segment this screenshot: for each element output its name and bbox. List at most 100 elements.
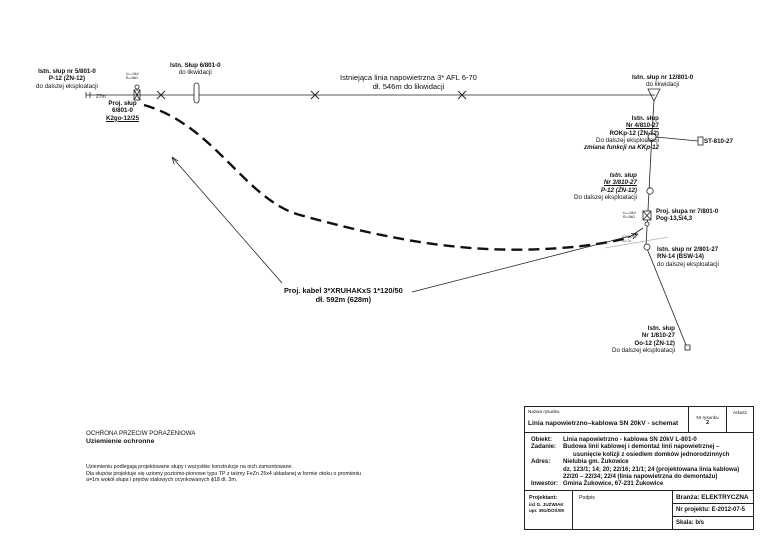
old-pole-6-line-2: do likwidacji: [178, 69, 212, 77]
label-cable: Proj. kabel 3*XRUHAKxS 1*120/50 dł. 592m…: [284, 286, 403, 304]
pole-5-line-1: Istn. słup nr 5/801-0: [38, 68, 96, 75]
pole-2-line-1: Istn. słup nr 2/801-27: [657, 246, 719, 253]
pole-5-line-2: P-12 (ŻN-12): [48, 75, 86, 83]
drawing-number-cell: Nr rysunku 2: [689, 407, 727, 433]
project-info-row: Inwestor: Gmina Żukowice, 67-231 Żukowice: [531, 480, 753, 487]
pole-12-line-2: do likwidacji: [646, 81, 680, 89]
project-info-cell: Obiekt: Linia napowietrzno - kablowa SN 2…: [525, 433, 753, 491]
pole-7-symbol: [642, 210, 652, 227]
tiny-b-1: Uₒₒ=0kV: [623, 211, 636, 215]
tiny-annotation-a: Uₒₒ=0kV Rₐ=0kΩ: [126, 72, 139, 81]
drawing-number-label: Nr rysunku: [696, 415, 719, 420]
project-number-cell: Nr projektu: E-2012-07-5: [673, 504, 753, 517]
pole-4-line-3: ROKp-12 (ŻN-12): [609, 129, 659, 137]
project-info-row: Zadanie: Budowa linii kablowej i demontaż…: [531, 443, 753, 450]
pole-1-symbol: [684, 344, 691, 351]
pole-4-line-5: zmiana funkcji na KKp-12: [584, 144, 659, 152]
note-text-3: a=1m wokół słupa i prętów stalowych ocyn…: [86, 477, 238, 484]
signature-cell: Podpis: [573, 491, 673, 529]
proposed-cable-route: [143, 103, 629, 251]
span-length: 27m: [96, 94, 106, 100]
pole-7-line-1: Proj. słupa nr 7/801-0: [656, 208, 719, 215]
tiny-a-2: Rₐ=0kΩ: [126, 75, 138, 80]
tiny-annotation-b: Uₒₒ=0kV Rₐ=0kΩ: [623, 211, 636, 220]
sheet-label: Arkusz: [732, 410, 748, 415]
project-info-key: Adres:: [531, 458, 551, 466]
title-block: Nazwa rysunku Linia napowietrzno–kablowa…: [524, 406, 754, 530]
note-heading-2: Uziemienie ochronne: [86, 438, 155, 445]
label-pole-5: Istn. słup nr 5/801-0 P-12 (ŻN-12) do da…: [36, 68, 98, 90]
pole-1-line-2: Nr 1/810-27: [641, 332, 675, 340]
designer-label: Projektant:: [529, 495, 558, 501]
project-info-key: Obiekt:: [531, 436, 552, 443]
tiny-b-2: Rₐ=0kΩ: [623, 214, 635, 219]
project-info-row: Adres:Nielubia gm. Żukowice: [531, 458, 753, 465]
pole-6-line-1: Proj. słup: [108, 100, 137, 107]
project-info-value: usunięcie kolizji z osiedlem domków jedn…: [573, 450, 730, 458]
sheet-cell: Arkusz: [727, 407, 753, 433]
project-info-row: dz. 123/1; 14; 20; 22/16; 21/1; 24 (proj…: [531, 466, 753, 473]
line-x-marks: [156, 90, 467, 100]
tiny-c-2: AA-2x...: [622, 238, 635, 243]
label-pole-2: Istn. słup nr 2/801-27 RN-14 (BSW-14) do…: [657, 246, 719, 268]
project-info-value: dz. 123/1; 14; 20; 22/16; 21/1; 24 (proj…: [563, 465, 740, 473]
tiny-annotation-c: KSZ-1/40 AA-2x...: [622, 235, 637, 244]
boundary-line: [604, 236, 669, 249]
cable-line-2: dł. 592m (628m): [315, 295, 372, 304]
designer-license: upr. 391/DOŚ/09: [529, 508, 564, 514]
tiny-a-1: Uₒₒ=0kV: [126, 72, 139, 76]
designer-cell: Projektant: inż G. JUŹWIAK upr. 391/DOŚ/…: [525, 491, 573, 529]
project-info-key: Inwestor:: [531, 480, 559, 488]
pole-12-line-1: Istn. słup nr 12/801-0: [632, 74, 694, 81]
label-pole-7: Proj. słupa nr 7/801-0 Pog-13,5/4,3: [656, 208, 718, 223]
pole-1-line-4: Do dalszej eksploatacji: [612, 346, 675, 354]
label-pole-12: Istn. słup nr 12/801-0 do likwidacji: [632, 74, 693, 89]
pole-4-symbol: [647, 132, 704, 146]
note-text-2: Dla słupów projektuje się uziomy poziomo…: [86, 470, 362, 477]
project-info-row: 22/20 – 22/34; 22/4 (linia napowietrzna …: [531, 473, 753, 480]
note-text-1: Uziemieniu podlegają projektowane słupy …: [86, 464, 293, 470]
pole-4-line-2: Nr 4/810-27: [625, 122, 659, 130]
drawing-name-label: Nazwa rysunku: [528, 409, 560, 414]
pole-2-symbol: [643, 243, 651, 251]
pole-2-line-2: RN-14 (BSW-14): [657, 253, 704, 261]
drawing-number: 2: [705, 420, 710, 426]
project-info-value: Linia napowietrzno - kablowa SN 20kV L-8…: [563, 436, 697, 443]
pole-12-symbol: [647, 88, 661, 102]
label-pole-1: Istn. słup Nr 1/810-27 Oo-12 (ŻN-12) Do …: [612, 325, 675, 354]
label-pole-3: Istn. słup Nr 3/810-27 P-12 (ŻN-12) Do d…: [574, 172, 637, 201]
pole-6-symbol: [133, 84, 141, 101]
drawing-name: Linia napowietrzno–kablowa SN 20kV - sch…: [528, 420, 679, 427]
label-pole-6: Proj. słup 6/801-0 K2go-12/25: [106, 100, 139, 122]
pole-3-line-4: Do dalszej eksploatacji: [574, 193, 637, 201]
project-info-value: 22/20 – 22/34; 22/4 (linia napowietrzna …: [563, 472, 718, 480]
pole-1-line-3: Oo-12 (ŻN-12): [634, 339, 675, 347]
project-info-value: Gmina Żukowice, 67-231 Żukowice: [563, 480, 664, 488]
pole-2-line-3: do dalszej eksploatacji: [657, 260, 719, 268]
project-info-key: Zadanie:: [531, 443, 557, 451]
note-body: Uziemieniu podlegają projektowane słupy …: [86, 464, 361, 484]
branch-cell: Branża: ELEKTRYCZNA: [673, 491, 753, 504]
pole-6-line-2: 6/801-0: [112, 107, 133, 115]
project-info-value: Budowa linii kablowej i demontaż linii n…: [563, 443, 720, 451]
pole-1-line-1: Istn. słup: [647, 325, 675, 332]
cable-arrows: [171, 156, 639, 293]
note-heading-1: OCHRONA PRZECIW PORAŻENIOWA: [86, 430, 196, 437]
pole-4-line-1: Istn. słup: [631, 115, 659, 122]
old-pole-6-symbol: [193, 82, 200, 104]
pole-7-line-2: Pog-13,5/4,3: [656, 215, 693, 223]
pole-3-line-3: P-12 (ŻN-12): [600, 186, 637, 194]
scale-cell: Skala: b/s: [676, 520, 705, 526]
pole-5-line-3: do dalszej eksploatacji: [36, 82, 98, 90]
tiny-c-1: KSZ-1/40: [622, 235, 637, 239]
label-st: ST-810-27: [704, 138, 733, 145]
signature-label: Podpis: [579, 495, 595, 501]
pole-4-line-4: Do dalszej eksploatacji: [596, 136, 659, 144]
pole-5-symbol: [85, 92, 91, 98]
pole-6-line-3: K2go-12/25: [106, 114, 140, 122]
label-pole-4: Istn. słup Nr 4/810-27 ROKp-12 (ŻN-12) D…: [584, 115, 659, 151]
old-pole-6-line-1: Istn. Słup 6/801-0: [170, 62, 221, 69]
label-existing-line: Istniejąca linia napowietrzna 3* AFL 6-7…: [340, 73, 477, 91]
project-info-row: usunięcie kolizji z osiedlem domków jedn…: [531, 451, 753, 458]
